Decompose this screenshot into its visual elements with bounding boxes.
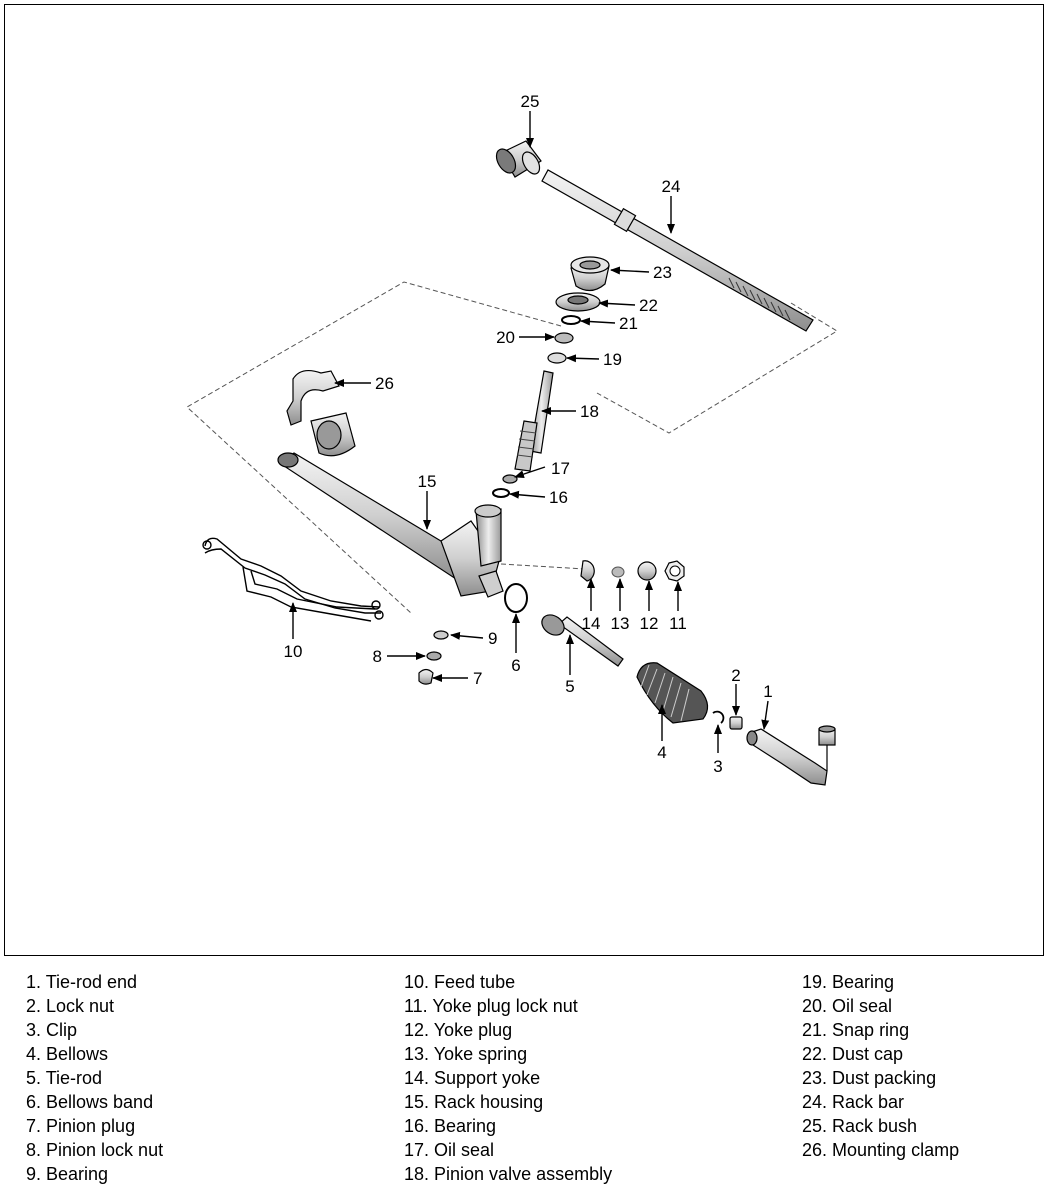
part-dust-packing: [570, 256, 610, 292]
callout-8: 8: [373, 647, 382, 666]
callout-25: 25: [521, 92, 540, 111]
part-yoke-spring: [611, 566, 625, 578]
callout-7: 7: [473, 669, 482, 688]
legend-item: 23. Dust packing: [802, 1068, 937, 1088]
legend-item: 5. Tie-rod: [26, 1068, 103, 1088]
part-oil-seal-lower: [502, 474, 518, 484]
part-bellows: [636, 662, 709, 724]
part-mounting-clamp: [286, 369, 356, 457]
callout-5: 5: [565, 677, 574, 696]
part-bearing-lower: [433, 630, 449, 640]
part-tie-rod: [541, 614, 624, 667]
part-rack-bar: [541, 169, 814, 332]
legend-item: 12. Yoke plug: [404, 1020, 513, 1040]
callout-19: 19: [603, 350, 622, 369]
part-support-yoke: [580, 560, 595, 582]
part-pinion-valve: [514, 370, 554, 472]
legend-item: 8. Pinion lock nut: [26, 1140, 164, 1160]
callout-18: 18: [580, 402, 599, 421]
callout-24: 24: [662, 177, 681, 196]
legend-item: 15. Rack housing: [404, 1092, 544, 1112]
callout-6: 6: [511, 656, 520, 675]
legend-item: 20. Oil seal: [802, 996, 893, 1016]
legend-item: 11. Yoke plug lock nut: [404, 996, 578, 1016]
legend-item: 3. Clip: [26, 1020, 78, 1040]
part-clip: [712, 710, 725, 724]
legend-item: 26. Mounting clamp: [802, 1140, 960, 1160]
legend-item: 4. Bellows: [26, 1044, 109, 1064]
part-yoke-plug: [637, 561, 657, 581]
exploded-diagram: 25 24 23 22 21 20 19 18 17 16 26 15 10 1…: [186, 92, 838, 786]
callout-9: 9: [488, 629, 497, 648]
legend-item: 10. Feed tube: [404, 972, 516, 992]
legend-item: 2. Lock nut: [26, 996, 115, 1016]
legend-item: 13. Yoke spring: [404, 1044, 528, 1064]
legend-item: 19. Bearing: [802, 972, 895, 992]
part-rack-bush: [495, 140, 542, 178]
legend-item: 1. Tie-rod end: [26, 972, 138, 992]
legend-item: 7. Pinion plug: [26, 1116, 136, 1136]
part-pinion-lock-nut: [426, 651, 442, 661]
legend-item: 24. Rack bar: [802, 1092, 905, 1112]
legend-item: 22. Dust cap: [802, 1044, 904, 1064]
legend-item: 21. Snap ring: [802, 1020, 910, 1040]
legend-item: 6. Bellows band: [26, 1092, 154, 1112]
callout-3: 3: [713, 757, 722, 776]
diagram-frame: 25 24 23 22 21 20 19 18 17 16 26 15 10 1…: [4, 4, 1044, 956]
callout-17: 17: [551, 459, 570, 478]
callout-15: 15: [418, 472, 437, 491]
callout-12: 12: [640, 614, 659, 633]
callout-10: 10: [284, 642, 303, 661]
part-oil-seal-upper: [554, 332, 574, 344]
legend-item: 14. Support yoke: [404, 1068, 541, 1088]
callout-1: 1: [763, 682, 772, 701]
callout-22: 22: [639, 296, 658, 315]
legend-column-1: 1. Tie-rod end 2. Lock nut 3. Clip 4. Be…: [26, 970, 163, 1186]
legend-column-2: 10. Feed tube 11. Yoke plug lock nut 12.…: [404, 970, 612, 1186]
assembly-outline: [186, 281, 838, 614]
legend-item: 9. Bearing: [26, 1164, 109, 1184]
parts-legend: 1. Tie-rod end 2. Lock nut 3. Clip 4. Be…: [0, 970, 1050, 1185]
callout-11: 11: [669, 614, 687, 633]
part-bearing-upper: [547, 352, 567, 364]
callout-21: 21: [619, 314, 638, 333]
callout-4: 4: [657, 743, 666, 762]
part-pinion-plug: [418, 668, 434, 685]
legend-item: 18. Pinion valve assembly: [404, 1164, 613, 1184]
part-rack-housing: [277, 452, 504, 598]
legend-item: 25. Rack bush: [802, 1116, 918, 1136]
part-tie-rod-end: [746, 725, 836, 786]
part-feed-tube: [202, 537, 384, 622]
leader-arrows: [289, 111, 770, 753]
legend-item: 17. Oil seal: [404, 1140, 495, 1160]
callout-2: 2: [731, 666, 740, 685]
callout-16: 16: [549, 488, 568, 507]
part-lock-nut: [729, 716, 743, 730]
part-snap-ring: [561, 315, 581, 325]
callout-26: 26: [375, 374, 394, 393]
legend-item: 16. Bearing: [404, 1116, 497, 1136]
callout-20: 20: [496, 328, 515, 347]
rack-teeth: [728, 277, 791, 321]
callout-14: 14: [582, 614, 601, 633]
part-bearing-mid: [492, 488, 510, 498]
legend-column-3: 19. Bearing 20. Oil seal 21. Snap ring 2…: [802, 970, 959, 1162]
callout-23: 23: [653, 263, 672, 282]
part-dust-cap: [555, 292, 601, 312]
part-yoke-plug-lock-nut: [664, 560, 685, 582]
part-bellows-band: [504, 583, 528, 613]
callout-13: 13: [611, 614, 630, 633]
callout-labels: 25 24 23 22 21 20 19 18 17 16 26 15 10 1…: [284, 92, 773, 776]
